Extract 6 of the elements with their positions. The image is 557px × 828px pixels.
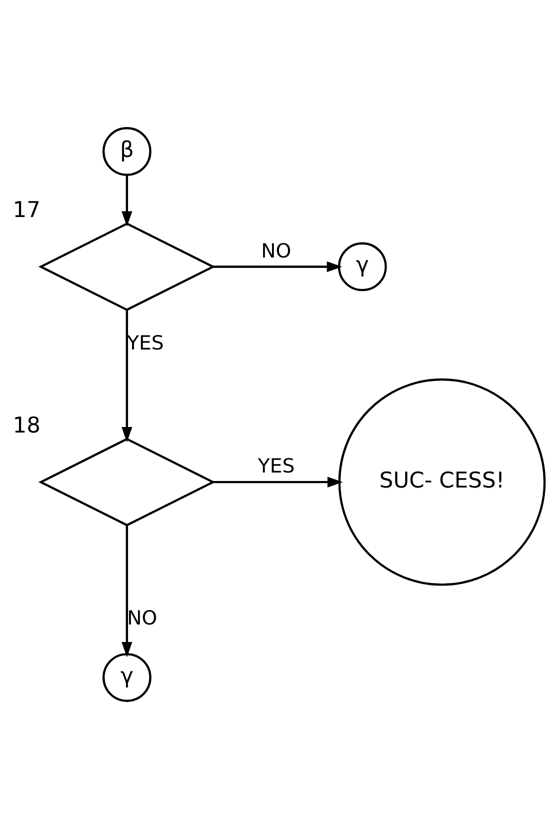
node-label: 18 — [12, 412, 41, 438]
edge-label: NO — [127, 606, 158, 629]
edge-label: YES — [258, 454, 295, 478]
edge-label: YES — [127, 330, 164, 354]
node-label: 17 — [12, 198, 41, 223]
edge-label: NO — [261, 238, 292, 262]
